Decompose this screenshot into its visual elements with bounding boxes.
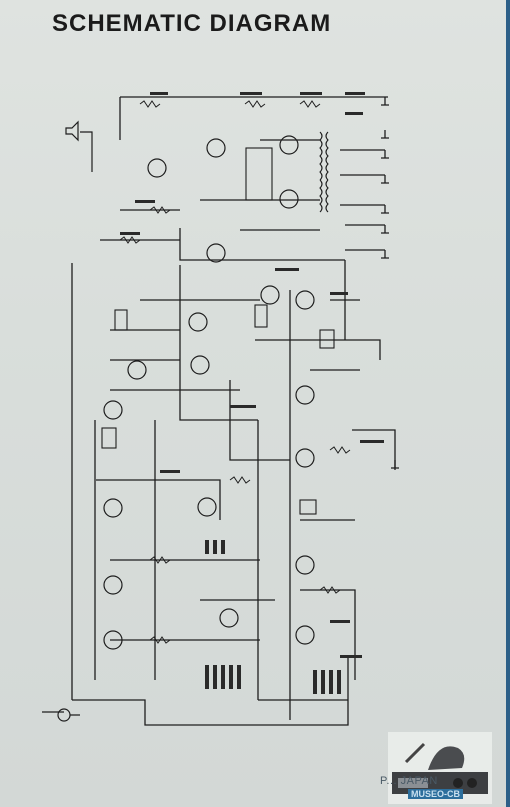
page-edge bbox=[506, 0, 510, 807]
watermark-label: MUSEO-CB bbox=[408, 789, 463, 799]
cb-radio-image bbox=[392, 742, 488, 794]
speaker-icon bbox=[65, 120, 93, 172]
footer-made-in: P... JAPAN bbox=[380, 775, 438, 787]
microphone-icon bbox=[42, 708, 80, 722]
page-title: SCHEMATIC DIAGRAM bbox=[52, 10, 332, 37]
